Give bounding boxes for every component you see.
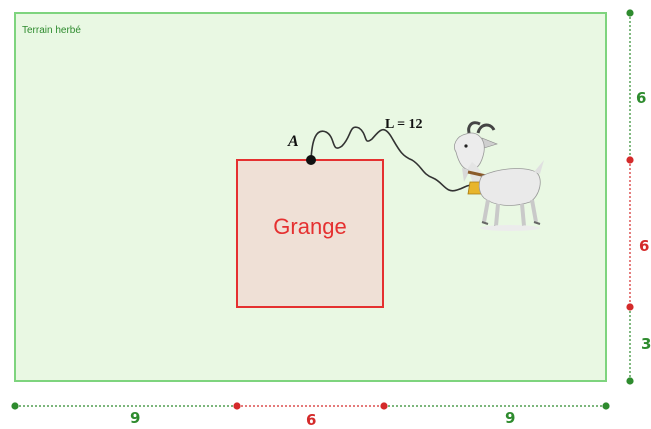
rope-length-label: L = 12 [385, 117, 423, 132]
bottom-dim-point [602, 402, 610, 410]
bottom-dim-point [11, 402, 19, 410]
right-dim-point [626, 9, 634, 17]
right-dimension-top: 6 [636, 89, 647, 107]
bottom-dim-point [380, 402, 388, 410]
bottom-dimension-right: 9 [505, 409, 516, 427]
barn [236, 159, 384, 308]
field-label: Terrain herbé [22, 25, 81, 36]
right-dim-point [626, 377, 634, 385]
point-a-label: A [288, 133, 299, 150]
right-dimension-bottom: 3 [641, 335, 651, 353]
barn-label: Grange [273, 214, 347, 239]
rope [310, 126, 473, 192]
point-a-marker [306, 155, 316, 165]
bottom-dimension-left: 9 [130, 409, 141, 427]
goat-icon [454, 121, 544, 231]
right-dim-point [626, 156, 634, 164]
bottom-dimension-middle: 6 [306, 411, 317, 429]
right-dim-point [626, 303, 634, 311]
right-dimension-middle: 6 [639, 237, 650, 255]
bottom-dim-point [233, 402, 241, 410]
